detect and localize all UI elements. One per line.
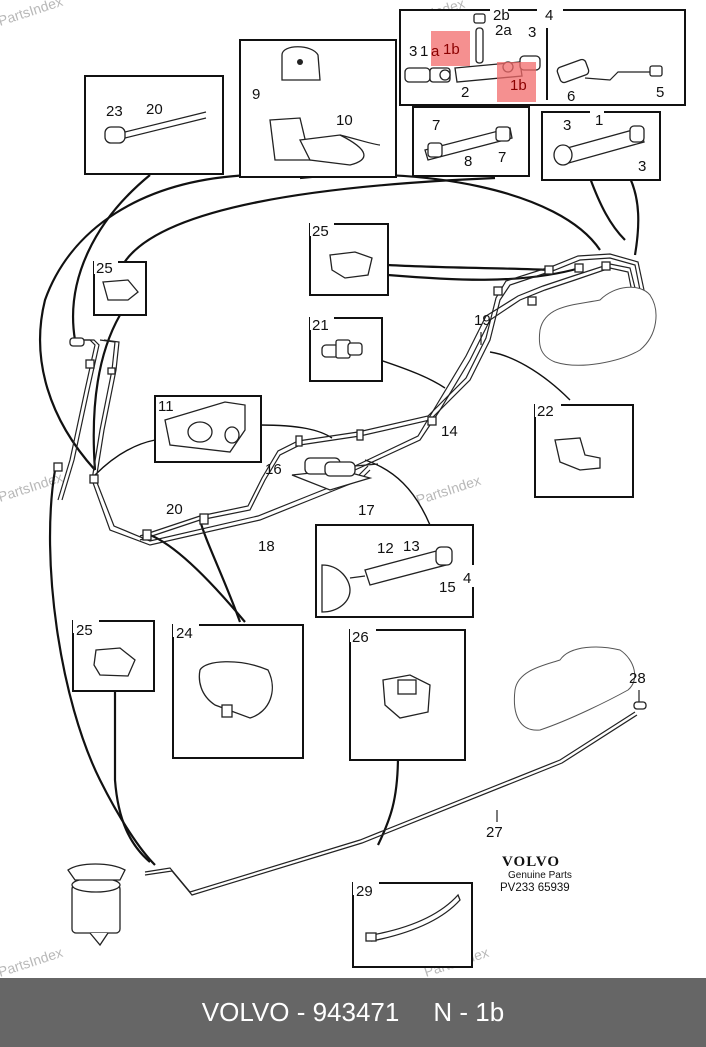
footer-bar: VOLVO - 943471 N - 1b (0, 978, 706, 1047)
footer-separator: - (459, 997, 469, 1027)
watermark: PartsIndex (0, 0, 65, 29)
callout: 2b (493, 7, 510, 24)
box-21 (309, 314, 383, 382)
callout-highlighted: 1b (443, 41, 460, 58)
callout: 3 (409, 43, 417, 60)
volvo-brand-block: VOLVO Genuine Parts PV233 65939 (500, 854, 572, 894)
pipe-clips (53, 261, 611, 541)
footer-brand: VOLVO (201, 997, 290, 1027)
callout: 26 (352, 629, 369, 646)
pipe-network (57, 253, 645, 896)
callout-highlighted: 1b (510, 77, 527, 94)
callout: 10 (336, 112, 353, 129)
callout: 16 (265, 461, 282, 478)
box-23-20 (84, 75, 224, 175)
parts-diagram: PartsIndex PartsIndex PartsIndex PartsIn… (0, 0, 686, 978)
callout: 14 (441, 423, 458, 440)
footer-position-label: N (433, 997, 453, 1027)
callout: 9 (252, 86, 260, 103)
highlight-1b (497, 62, 536, 102)
watermark: PartsIndex (0, 944, 65, 978)
box-26 (349, 626, 466, 761)
callout: 20 (146, 101, 163, 118)
callout: 17 (358, 502, 375, 519)
callout: 19 (474, 312, 491, 329)
box-12-13-15 (315, 524, 474, 618)
callout: 7 (432, 117, 440, 134)
fuel-pump-assembly (291, 457, 379, 491)
callout: 7 (498, 149, 506, 166)
callout: 5 (656, 84, 664, 101)
callout: 25 (76, 622, 93, 639)
callout: 3 (638, 158, 646, 175)
callout: 4 (545, 7, 553, 24)
box-25-bottom (72, 617, 155, 692)
callout: 20 (166, 501, 183, 518)
callout: 3 (528, 24, 536, 41)
box-24 (172, 621, 304, 759)
callout: 2a (495, 22, 512, 39)
box-22 (534, 401, 634, 498)
callout: 23 (106, 103, 123, 120)
box-9-10 (239, 39, 397, 178)
callout: 28 (629, 670, 646, 687)
highlight-1b (431, 31, 470, 66)
callout: 13 (403, 538, 420, 555)
callout: 8 (464, 153, 472, 170)
fuel-sender-unit (67, 863, 126, 947)
callout: 11 (158, 398, 174, 415)
callout: 27 (486, 824, 503, 841)
box-7-8 (412, 106, 530, 177)
callout: 15 (439, 579, 456, 596)
callout: 2 (461, 84, 469, 101)
callout: 12 (377, 540, 394, 557)
callout: 6 (567, 88, 575, 105)
callout: 21 (312, 317, 329, 334)
callout: 25 (96, 260, 113, 277)
fuel-tank-bottom (513, 646, 636, 731)
brand-subtitle: Genuine Parts (508, 870, 572, 881)
callout: a (431, 43, 440, 60)
volvo-logo: VOLVO (502, 854, 560, 870)
footer-part-number: 943471 (312, 997, 400, 1027)
box-29 (352, 879, 473, 968)
fuel-tank-top (538, 286, 657, 366)
box-11 (154, 395, 262, 463)
box-25-left (93, 258, 147, 316)
footer-separator: - (296, 997, 306, 1027)
callout: 4 (463, 570, 471, 587)
watermark: PartsIndex (414, 472, 483, 508)
callout: 3 (563, 117, 571, 134)
box-1-3 (541, 111, 661, 181)
callout: 25 (312, 223, 329, 240)
callout: 18 (258, 538, 275, 555)
callout: 29 (356, 883, 373, 900)
callout: 1 (420, 43, 428, 60)
brand-code: PV233 65939 (500, 882, 570, 894)
callout: 22 (537, 403, 554, 420)
callout: 24 (176, 625, 193, 642)
box-25-center (309, 220, 389, 296)
callout: 1 (595, 112, 603, 129)
footer-position-value: 1b (475, 997, 505, 1027)
